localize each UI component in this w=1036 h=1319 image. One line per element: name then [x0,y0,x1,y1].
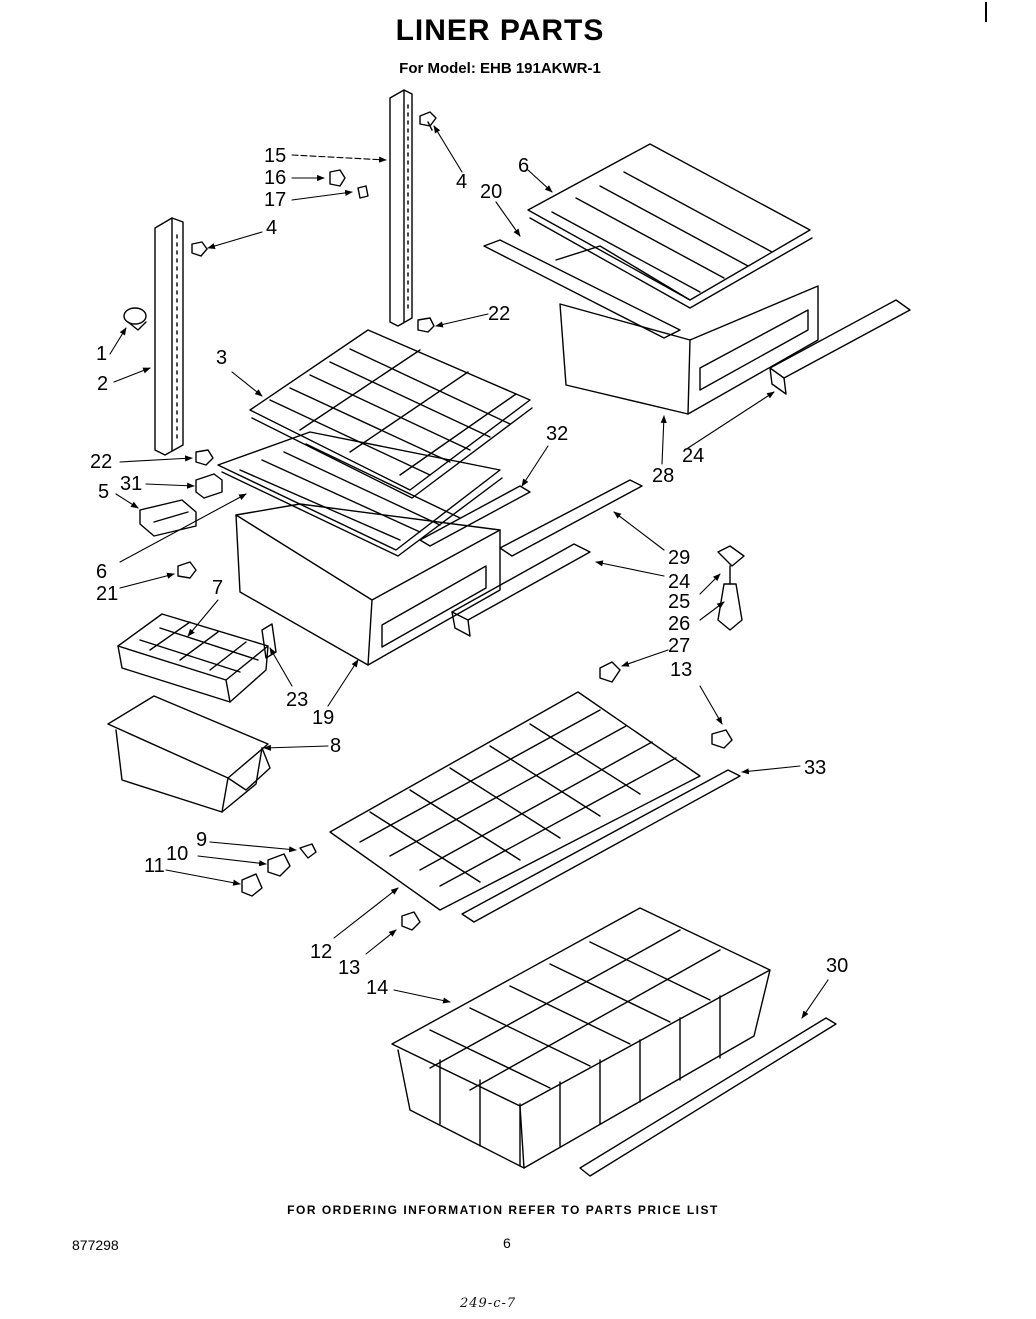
model-subtitle: For Model: EHB 191AKWR-1 [399,60,601,77]
callout-9: 9 [196,829,207,851]
page-title: LINER PARTS [395,14,605,47]
callout-33: 33 [804,757,826,779]
callout-28: 28 [652,465,674,487]
callout-22-left: 22 [90,451,112,473]
callout-11: 11 [144,855,165,877]
handwritten-note: 249-c-7 [460,1296,517,1311]
callout-6-right: 6 [518,155,529,177]
basket-slide-30 [579,1017,837,1177]
callout-6-left: 6 [96,561,107,583]
knob-1 [123,307,147,331]
damper-26 [717,583,743,631]
crisper-trim-24-upper [769,299,911,395]
callout-24-lower: 24 [668,571,690,593]
callout-31: 31 [120,473,142,495]
shelf-trim-33 [461,769,741,923]
callout-12: 12 [310,941,332,963]
holder-23 [261,623,277,659]
callout-30: 30 [826,955,848,977]
shelf-support-rail-left [154,217,184,456]
crisper-pan-28 [559,285,819,415]
bumper-21 [177,561,197,579]
clip-16 [329,169,346,187]
crisper-trim-24-lower [451,543,591,637]
callout-25: 25 [668,591,690,613]
callout-1: 1 [96,343,107,365]
trim-32 [419,485,531,547]
wire-shelf-3 [249,329,533,499]
callout-15: 15 [264,145,286,167]
shelf-support-rail-upper [389,89,413,327]
callout-19: 19 [312,707,334,729]
crisper-cover-20 [483,239,691,339]
crisper-pan-19 [235,503,501,666]
freezer-wire-shelf-12 [329,691,701,911]
callout-27: 27 [668,635,690,657]
callout-3: 3 [216,347,227,369]
rail-trim-29 [499,479,643,557]
screw-4-upper [419,111,437,131]
callout-17: 17 [264,189,286,211]
page-edge-mark [985,2,987,22]
callout-4-left: 4 [266,217,277,239]
ordering-info-note: FOR ORDERING INFORMATION REFER TO PARTS … [287,1203,719,1217]
callout-14: 14 [366,977,388,999]
callout-8: 8 [330,735,341,757]
callout-16: 16 [264,167,286,189]
leader-lines [109,125,829,1019]
callout-10: 10 [166,843,188,865]
screw-9 [299,843,317,859]
callout-20: 20 [480,181,502,203]
freezer-basket-14 [391,907,771,1169]
control-knob-25 [717,545,745,585]
clip-17 [357,185,369,199]
callout-labels: 1 2 3 4 4 5 6 6 7 8 9 10 11 12 13 13 14 … [90,145,848,999]
callout-22-upper: 22 [488,303,510,325]
bumper-13-left [401,911,421,931]
bumper-13-right [711,729,733,749]
screw-22-lower [195,449,214,466]
bracket-31 [195,473,223,499]
screw-22-upper [417,317,435,333]
callout-24-upper: 24 [682,445,704,467]
screw-4-left [191,241,208,257]
callout-13-left: 13 [338,957,360,979]
callout-4-upper: 4 [456,171,467,193]
bracket-10 [267,853,291,877]
bumper-27 [599,661,621,683]
document-number: 877298 [72,1237,119,1253]
clip-11 [241,873,263,897]
ice-tray-7 [117,613,269,703]
callout-23: 23 [286,689,308,711]
callout-13-right: 13 [670,659,692,681]
glass-shelf-6-left [217,431,503,557]
callout-7: 7 [212,577,223,599]
glass-shelf-6-right [527,143,813,309]
callout-26: 26 [668,613,690,635]
ice-bin-8 [107,695,271,813]
cover-5 [139,499,197,537]
callout-5: 5 [98,481,109,503]
callout-32: 32 [546,423,568,445]
callout-29: 29 [668,547,690,569]
callout-2: 2 [97,373,108,395]
page-number: 6 [503,1235,511,1251]
callout-21: 21 [96,583,118,605]
